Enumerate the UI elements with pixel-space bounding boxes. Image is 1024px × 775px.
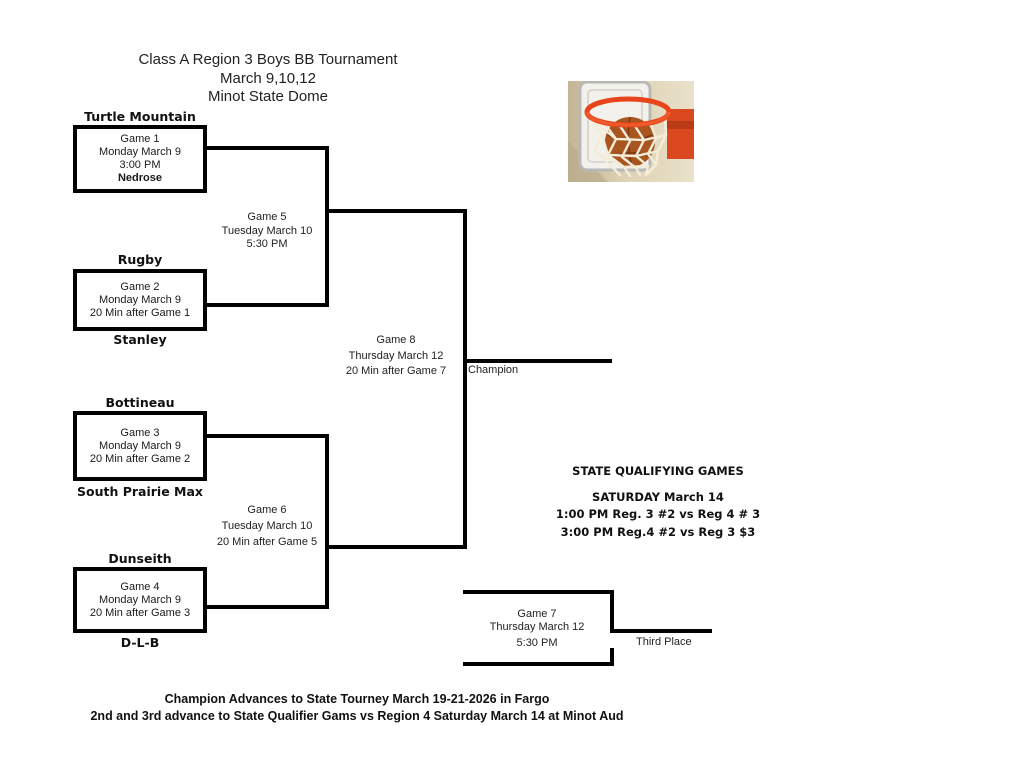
game8-text: Game 8 Thursday March 12 20 Min after Ga… [321, 333, 471, 380]
team-nedrose: Nedrose [117, 172, 163, 184]
footer-notes: Champion Advances to State Tourney March… [57, 691, 657, 725]
bracket-line-game6-out [325, 545, 467, 549]
team-dlb: D-L-B [120, 635, 160, 650]
third-place-label: Third Place [636, 636, 692, 648]
game3-time: 20 Min after Game 2 [89, 452, 191, 465]
game2-time: 20 Min after Game 1 [89, 306, 191, 319]
game3-date: Monday March 9 [99, 439, 181, 452]
bracket-line-game5-vertical [325, 146, 329, 307]
bracket-line-game7-right-lower [610, 648, 614, 666]
bracket-line-game7-right-upper [610, 590, 614, 633]
game8-label: Game 8 [376, 334, 416, 346]
title-line-3: Minot State Dome [207, 88, 329, 105]
game3-label: Game 3 [120, 426, 160, 439]
state-qualifying-game1: 1:00 PM Reg. 3 #2 vs Reg 4 # 3 [555, 507, 761, 521]
game6-label: Game 6 [247, 504, 287, 516]
bracket-line-game6-vertical [325, 434, 329, 609]
bracket-line-game5-out [325, 209, 467, 213]
game5-text: Game 5 Tuesday March 10 5:30 PM [192, 211, 342, 252]
bracket-line-game7-bottom [463, 662, 614, 666]
basketball-hoop-photo [568, 81, 694, 182]
page-title: Class A Region 3 Boys BB Tournament Marc… [118, 51, 418, 107]
game4-label: Game 4 [120, 580, 160, 593]
game2-date: Monday March 9 [99, 293, 181, 306]
game4-date: Monday March 9 [99, 593, 181, 606]
state-qualifying-heading: STATE QUALIFYING GAMES [572, 464, 744, 478]
footer-line-1: Champion Advances to State Tourney March… [164, 692, 550, 706]
rim-mount-bracket [667, 109, 694, 159]
team-turtle-mountain: Turtle Mountain [84, 109, 196, 124]
bracket-line-game8-vertical [463, 209, 467, 549]
game4-time: 20 Min after Game 3 [89, 606, 191, 619]
bracket-line-game7-top [463, 590, 614, 594]
game8-time: 20 Min after Game 7 [345, 365, 447, 377]
bracket-line-game2-out [207, 303, 329, 307]
game1-time: 3:00 PM [119, 159, 161, 171]
bracket-line-game4-out [207, 605, 329, 609]
game1-date: Monday March 9 [99, 146, 181, 158]
game1-box: Game 1 Monday March 9 3:00 PM Nedrose [73, 125, 207, 193]
game4-box: Game 4 Monday March 9 20 Min after Game … [73, 567, 207, 633]
game5-time: 5:30 PM [246, 238, 288, 250]
title-line-2: March 9,10,12 [220, 69, 316, 87]
net [589, 116, 668, 178]
team-stanley: Stanley [113, 332, 167, 347]
game3-box: Game 3 Monday March 9 20 Min after Game … [73, 411, 207, 481]
footer-line-2: 2nd and 3rd advance to State Qualifier G… [90, 709, 624, 723]
game6-text: Game 6 Tuesday March 10 20 Min after Gam… [192, 502, 342, 550]
game7-date: Thursday March 12 [489, 621, 585, 633]
game7-time: 5:30 PM [516, 637, 558, 649]
team-dunseith: Dunseith [108, 551, 172, 566]
game2-label: Game 2 [120, 280, 160, 293]
team-south-prairie-max: South Prairie Max [77, 484, 203, 499]
state-qualifying-date: SATURDAY March 14 [592, 489, 724, 504]
game8-date: Thursday March 12 [348, 349, 444, 362]
game5-date: Tuesday March 10 [221, 224, 313, 237]
champion-label: Champion [468, 364, 519, 376]
bracket-line-champion [463, 359, 612, 363]
game2-box: Game 2 Monday March 9 20 Min after Game … [73, 269, 207, 331]
state-qualifying-block: STATE QUALIFYING GAMES SATURDAY March 14… [528, 463, 788, 541]
game5-label: Game 5 [247, 211, 287, 223]
state-qualifying-game2: 3:00 PM Reg.4 #2 vs Reg 3 $3 [560, 524, 756, 539]
game1-label: Game 1 [120, 133, 160, 145]
title-line-1: Class A Region 3 Boys BB Tournament [138, 51, 398, 68]
team-rugby: Rugby [117, 252, 163, 267]
game7-label: Game 7 [517, 608, 557, 620]
game7-text: Game 7 Thursday March 12 5:30 PM [462, 608, 612, 650]
bracket-line-third-place [610, 629, 712, 633]
game6-time: 20 Min after Game 5 [216, 536, 318, 548]
bracket-line-game1-out [207, 146, 329, 150]
game6-date: Tuesday March 10 [221, 520, 313, 532]
bracket-line-game3-out [207, 434, 329, 438]
team-bottineau: Bottineau [105, 395, 175, 410]
